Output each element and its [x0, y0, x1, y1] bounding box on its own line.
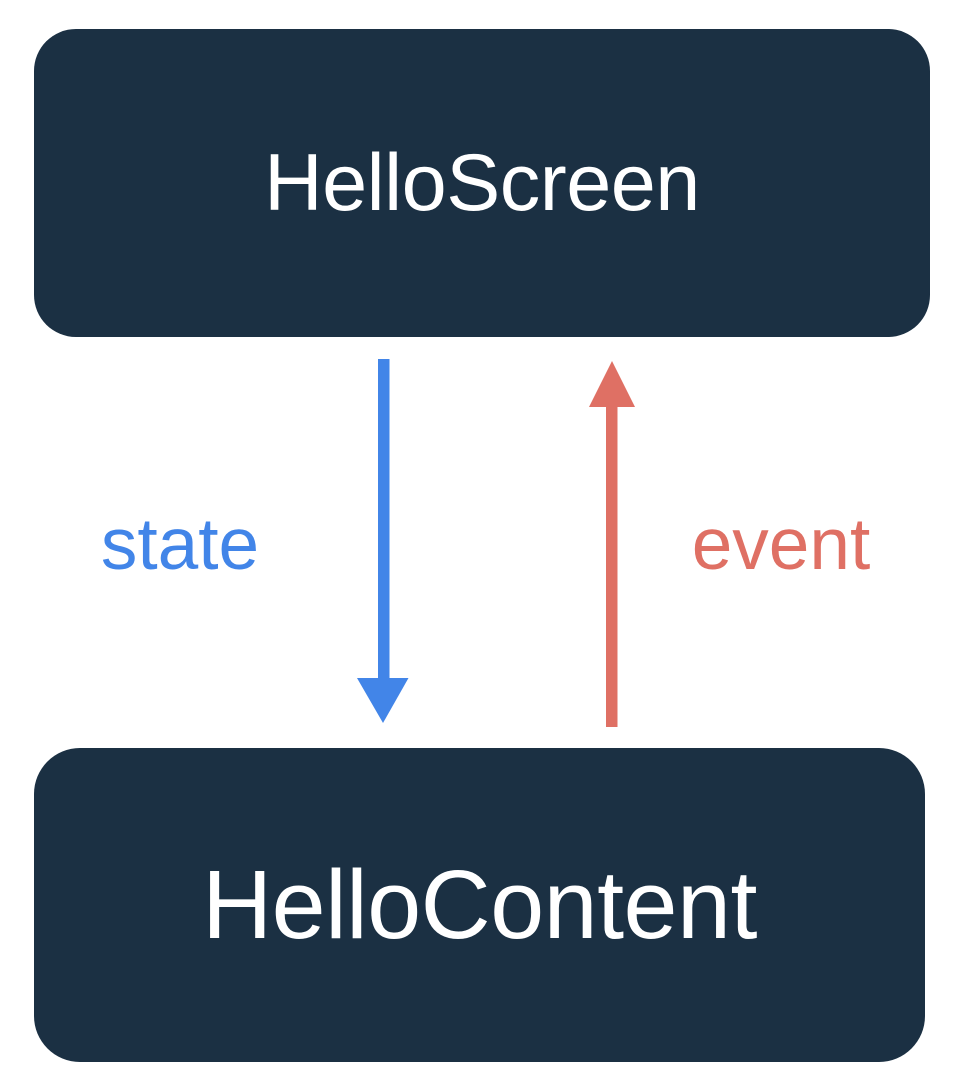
edge-label-state: state [100, 504, 260, 585]
state-arrow-shaft [378, 359, 390, 679]
event-arrow-shaft [606, 406, 618, 727]
event-arrow-head [589, 361, 635, 407]
node-hello-content-label: HelloContent [202, 850, 757, 959]
node-hello-screen[interactable]: HelloScreen [34, 29, 930, 337]
state-arrow-head [357, 678, 409, 723]
node-hello-content[interactable]: HelloContent [34, 748, 925, 1062]
event-arrow-up-icon [589, 361, 635, 727]
edge-label-event: event [691, 504, 871, 585]
node-hello-screen-label: HelloScreen [264, 137, 700, 228]
state-arrow-down-icon [357, 359, 409, 723]
